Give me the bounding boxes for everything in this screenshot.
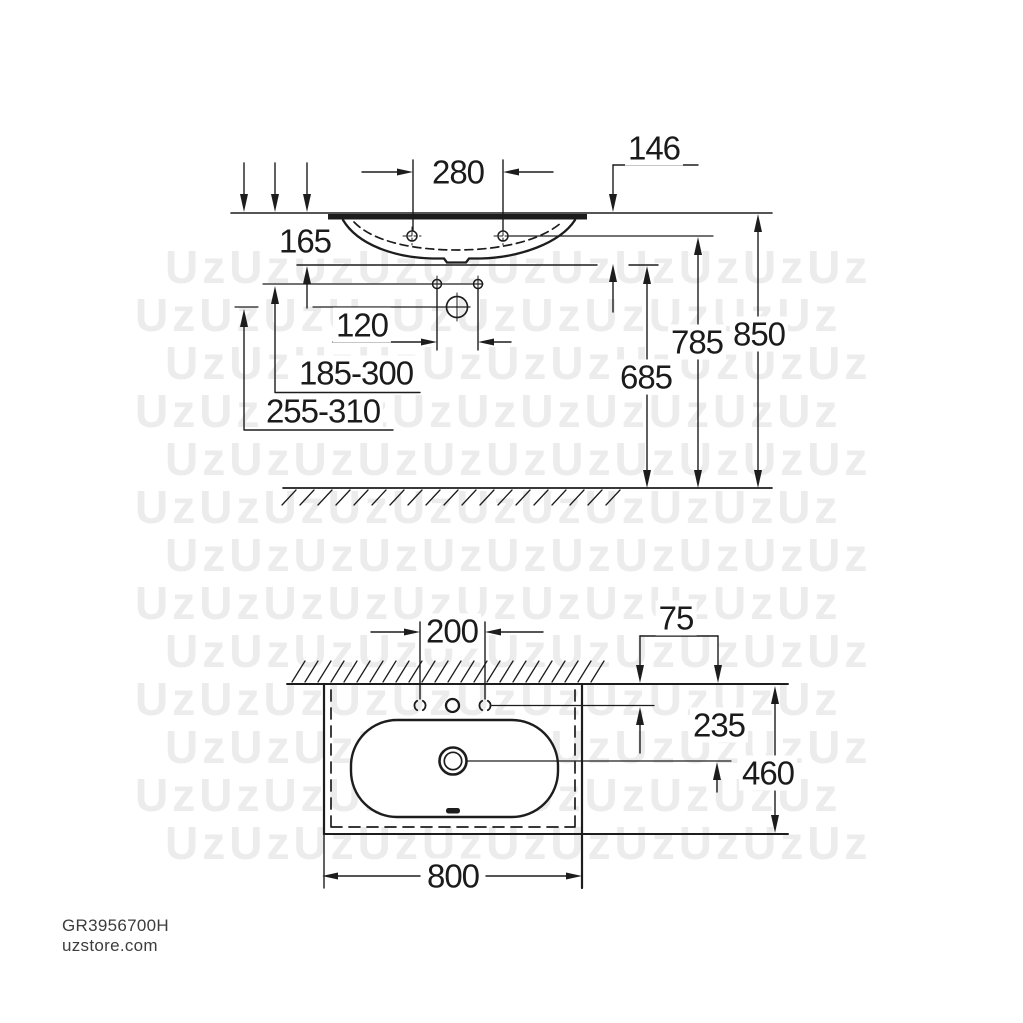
dim-label-wall-offset: 146 <box>624 130 684 166</box>
dim-label-wall-to-drain: 235 <box>689 707 749 743</box>
dim-785 <box>694 237 702 488</box>
basin-bowl-outline <box>341 218 577 264</box>
dim-label-height-tap-holes: 785 <box>667 324 727 360</box>
basin-rim <box>328 214 587 220</box>
dim-label-tap-spacing-side: 280 <box>428 154 488 190</box>
overflow-slot <box>446 808 460 814</box>
basin-bottom-pointer-arrow <box>609 264 617 313</box>
plan-view <box>286 621 789 890</box>
website-link: uzstore.com <box>62 936 158 955</box>
dim-235-arrow <box>713 762 721 793</box>
watermark-row: UzUzUzUzUzUzUzUzUzUzUz <box>135 577 842 629</box>
plan-tap-holes <box>413 697 492 714</box>
watermark-row: UzUzUzUzUzUzUzUzUzUzUz <box>165 817 872 869</box>
drain-plan <box>438 746 468 776</box>
dim-label-basin-depth: 165 <box>275 223 335 259</box>
dim-label-drain-to-hole: 120 <box>332 307 392 343</box>
watermark-row: UzUzUzUzUzUzUzUzUzUzUz <box>135 481 842 533</box>
floor-hatching <box>281 489 621 506</box>
dim-label-plan-depth: 460 <box>738 755 798 791</box>
dim-label-wall-to-holes: 75 <box>655 600 697 636</box>
dim-label-plan-width: 800 <box>423 858 483 894</box>
dim-185-300-arrow <box>271 286 421 394</box>
side-view <box>230 159 773 506</box>
drain-hole-mark <box>445 292 469 322</box>
watermark-row: UzUzUzUzUzUzUzUzUzUzUz <box>165 625 872 677</box>
dim-200 <box>370 621 544 700</box>
wall-hatching <box>291 660 605 683</box>
dim-75 <box>636 635 722 754</box>
dim-800 <box>322 872 582 880</box>
dim-label-range-lower: 255-310 <box>262 393 384 429</box>
product-code: GR3956700H <box>62 916 169 935</box>
watermark-row: UzUzUzUzUzUzUzUzUzUzUz <box>165 529 872 581</box>
dim-255-310-arrow <box>240 309 394 431</box>
basin-hidden-contour <box>330 689 576 828</box>
basin-bowl-hidden-edge <box>353 221 563 251</box>
dim-label-range-upper: 185-300 <box>295 355 417 391</box>
mounting-surface-arrows <box>240 162 311 212</box>
dim-label-height-rim: 850 <box>729 316 789 352</box>
dim-146 <box>609 164 699 212</box>
dim-label-tap-spacing-plan: 200 <box>422 613 482 649</box>
dim-460 <box>771 686 779 833</box>
dim-280 <box>361 159 554 232</box>
dim-685 <box>643 266 651 488</box>
tap-hole-marks <box>402 226 513 246</box>
dim-850 <box>754 214 762 488</box>
watermark-row: UzUzUzUzUzUzUzUzUzUzUz <box>135 385 842 437</box>
watermark-row: UzUzUzUzUzUzUzUzUzUzUz <box>165 433 872 485</box>
dim-165-arrow <box>303 266 311 309</box>
dim-label-height-basin-bottom: 685 <box>616 359 676 395</box>
